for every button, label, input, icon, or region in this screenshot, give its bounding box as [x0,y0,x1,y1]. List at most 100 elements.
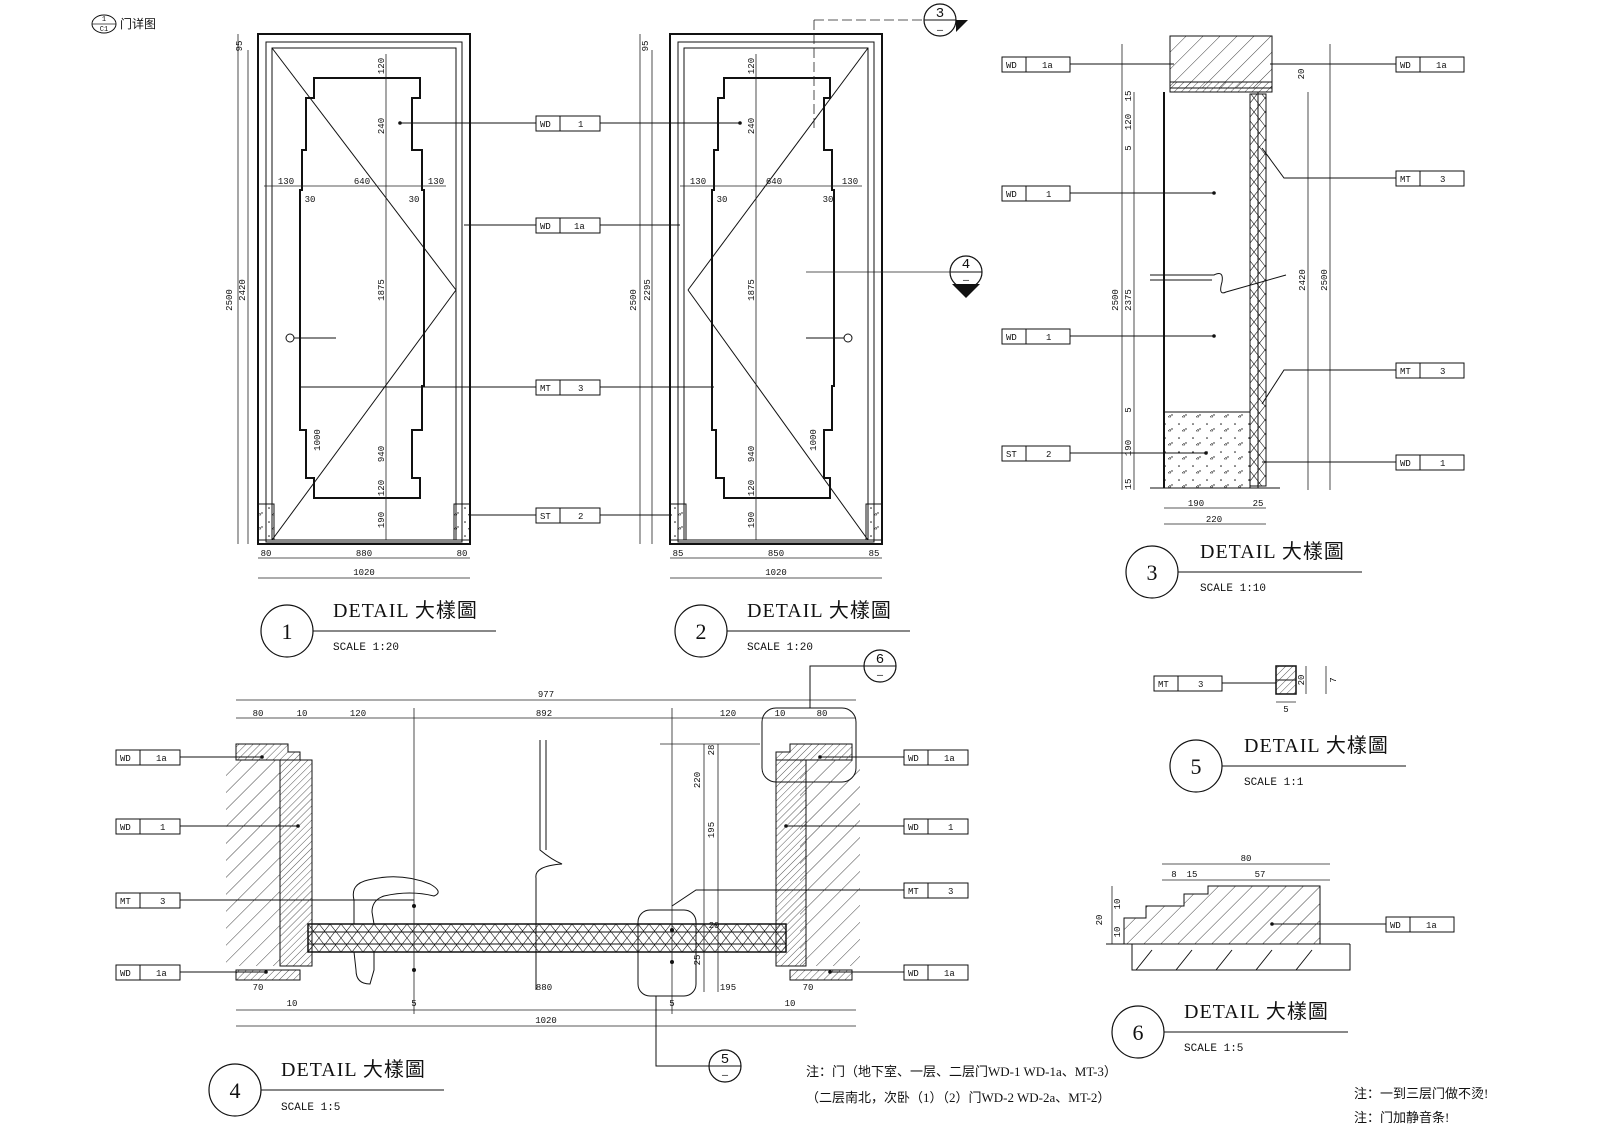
detail-6-title: 6 DETAIL 大樣圖 SCALE 1:5 [1111,1000,1348,1059]
detail-2-title: 2 DETAIL 大樣圖 SCALE 1:20 [674,599,910,658]
svg-text:1a: 1a [944,969,955,979]
detail-4-title: 4 DETAIL 大樣圖 SCALE 1:5 [208,1058,444,1117]
svg-text:5: 5 [1124,145,1134,150]
svg-text:190: 190 [1124,440,1134,456]
svg-text:15: 15 [1124,91,1134,102]
d2-w-total: 1020 [765,568,787,578]
detail-2-scale: SCALE 1:20 [747,642,813,654]
svg-text:1a: 1a [156,754,167,764]
svg-text:WD: WD [1400,459,1411,469]
detail-3-title-text: DETAIL 大樣圖 [1200,540,1345,563]
svg-text:4: 4 [230,1078,241,1103]
d2-bottom-2: 940 [747,446,757,462]
svg-text:2500: 2500 [1111,289,1121,311]
tag-d3-wd1a-left: WD 1a [1001,56,1071,73]
svg-text:MT: MT [908,887,919,897]
svg-text:MT: MT [120,897,131,907]
svg-text:10: 10 [287,999,298,1009]
d1-mid-right: 130 [428,177,444,187]
svg-text:WD: WD [1006,190,1017,200]
detail-5-title: 5 DETAIL 大樣圖 SCALE 1:1 [1169,734,1406,793]
detail-5-section: 5 20 7 [1222,665,1339,715]
d2-mid-right: 130 [842,177,858,187]
d2-bottom-3: 120 [747,480,757,496]
svg-text:4: 4 [962,257,970,273]
d2-total-h: 2500 [629,289,639,311]
svg-text:2420: 2420 [1298,269,1308,291]
d1-side-right: 80 [457,549,468,559]
detail-1-title-text: DETAIL 大樣圖 [333,599,478,622]
svg-text:1: 1 [282,619,293,644]
svg-text:80: 80 [817,709,828,719]
notes: 注：门（地下室、一层、二层门WD-1 WD-1a、MT-3） （二层南北，次卧（… [806,1064,1488,1125]
svg-text:5: 5 [1283,705,1288,715]
svg-text:WD: WD [540,120,551,130]
svg-text:6: 6 [876,652,884,668]
svg-text:20: 20 [1297,675,1307,686]
d2-side-right: 85 [869,549,880,559]
svg-text:WD: WD [1006,61,1017,71]
svg-text:—: — [962,276,970,287]
svg-text:190: 190 [1188,499,1204,509]
svg-text:3: 3 [1198,680,1203,690]
d1-w-inner: 880 [356,549,372,559]
svg-text:892: 892 [536,709,552,719]
svg-text:5: 5 [669,999,674,1009]
svg-text:WD: WD [120,969,131,979]
d2-mid-center: 640 [766,177,782,187]
tag-d4-mt3-r: MT 3 [903,882,969,899]
svg-text:8: 8 [1171,870,1176,880]
svg-text:120: 120 [1124,114,1134,130]
svg-text:195: 195 [720,983,736,993]
svg-text:5: 5 [411,999,416,1009]
svg-text:1: 1 [578,120,583,130]
svg-text:MT: MT [1158,680,1169,690]
d1-top-3: 240 [377,118,387,134]
svg-text:1a: 1a [156,969,167,979]
tag-d6-wd1a: WD 1a [1385,916,1455,933]
svg-text:2375: 2375 [1124,289,1134,311]
detail-2-elevation: 2500 2295 1875 1020 850 85 85 130 640 13… [629,33,883,579]
svg-text:WD: WD [1390,921,1401,931]
header-bubble-bottom: C1 [100,26,108,34]
svg-text:1a: 1a [1426,921,1437,931]
note-side-line1: 注：一到三层门做不烫! [1354,1086,1488,1101]
svg-text:10: 10 [1113,927,1123,938]
svg-text:3: 3 [948,887,953,897]
svg-text:120: 120 [350,709,366,719]
svg-text:MT: MT [540,384,551,394]
detail-1-scale: SCALE 1:20 [333,642,399,654]
svg-text:1020: 1020 [535,1016,557,1026]
d2-top-2: 120 [747,58,757,74]
detail-1-title: 1 DETAIL 大樣圖 SCALE 1:20 [260,599,496,658]
svg-text:—: — [876,671,884,682]
svg-text:6: 6 [1133,1020,1144,1045]
svg-text:2: 2 [696,619,707,644]
svg-text:80: 80 [1241,854,1252,864]
d1-panel-h: 1875 [377,279,387,301]
detail-6-section: 80 8 15 57 20 10 10 [1095,854,1386,971]
svg-text:977: 977 [538,690,554,700]
tag-d5-mt3: MT 3 [1153,675,1223,692]
d2-small-right: 30 [823,195,834,205]
svg-text:10: 10 [775,709,786,719]
d2-bottom-1: 1000 [809,429,819,451]
svg-text:1a: 1a [1042,61,1053,71]
detail-6-scale: SCALE 1:5 [1184,1043,1243,1055]
d2-small-left: 30 [717,195,728,205]
d1-bottom-4: 190 [377,512,387,528]
tag-d4-wd1a-bl: WD 1a [115,964,181,981]
svg-text:1: 1 [1440,459,1445,469]
svg-text:2: 2 [1046,450,1051,460]
detail-3-title: 3 DETAIL 大樣圖 SCALE 1:10 [1125,540,1362,599]
d2-mid-left: 130 [690,177,706,187]
svg-text:10: 10 [297,709,308,719]
section-marker-5: 5 — [655,996,742,1083]
svg-text:25: 25 [1253,499,1264,509]
d1-mid-left: 130 [278,177,294,187]
